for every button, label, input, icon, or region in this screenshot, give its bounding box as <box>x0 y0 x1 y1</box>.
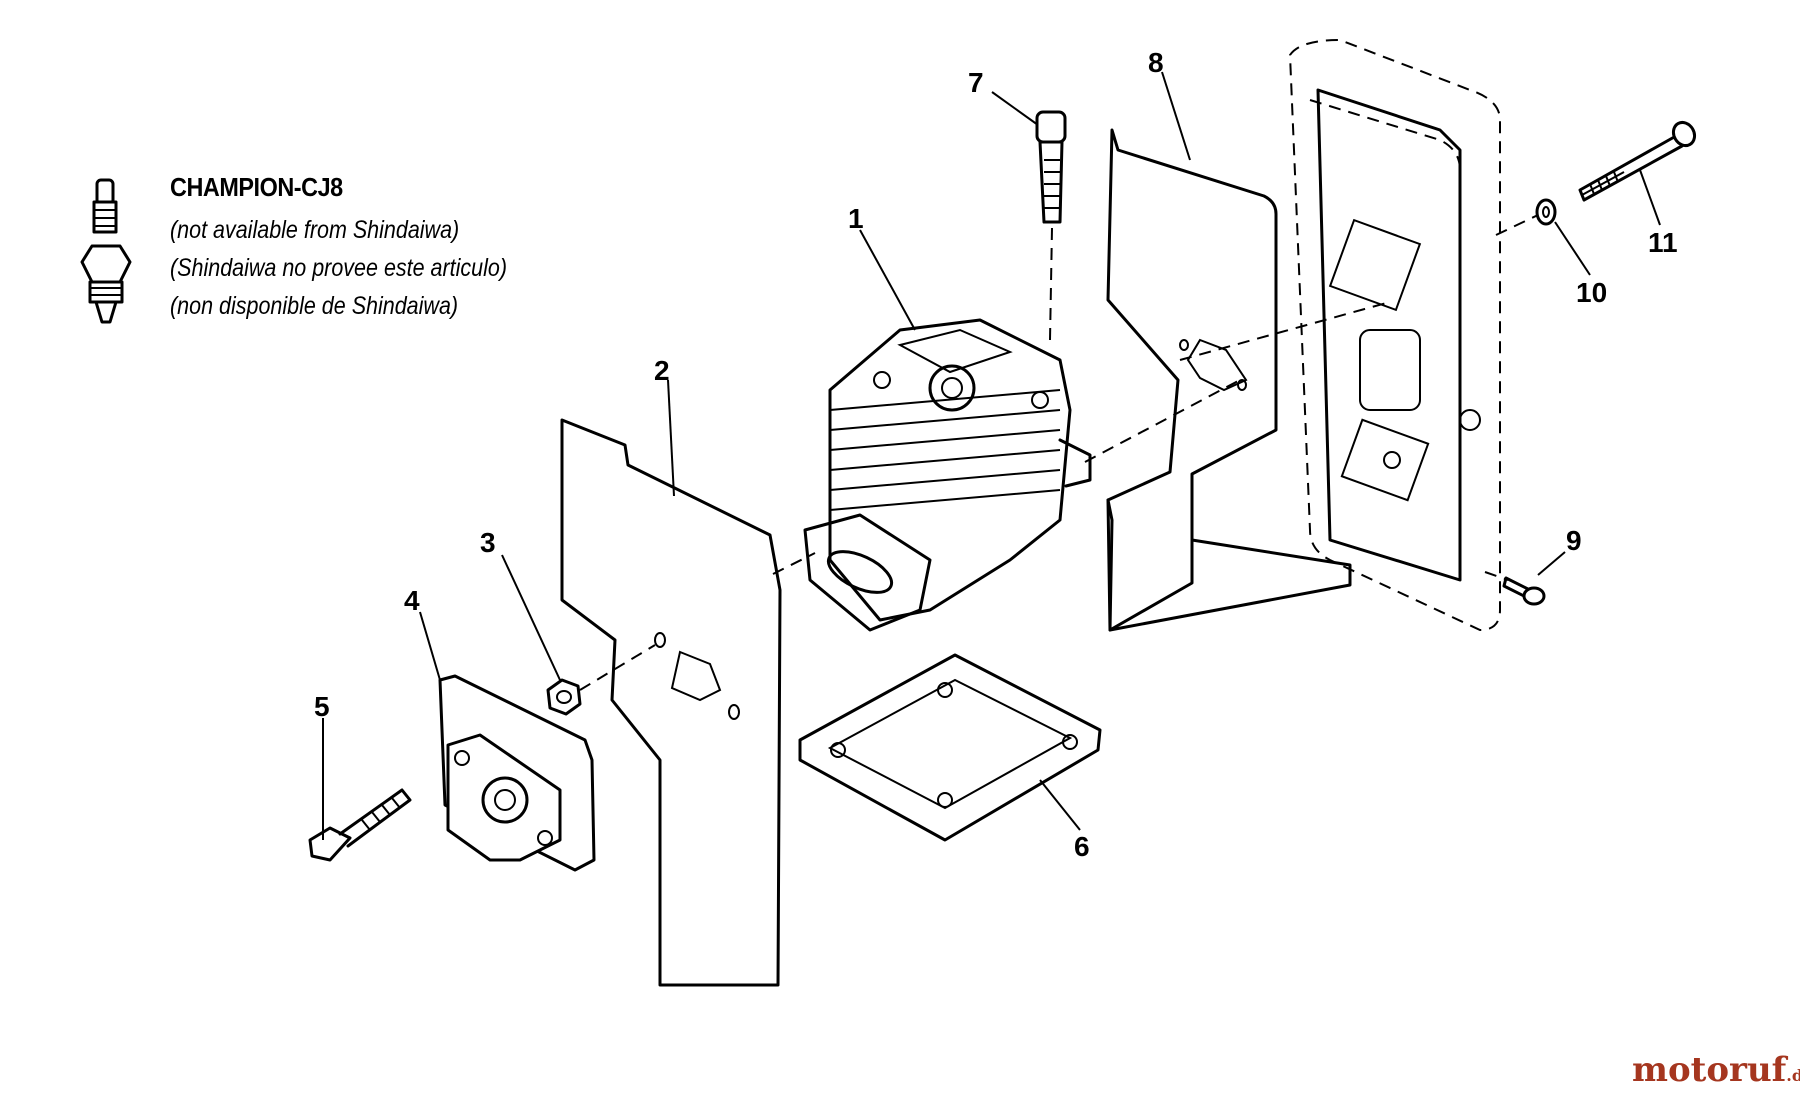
gasket-part-6 <box>798 653 1102 842</box>
spark-plug-note: CHAMPION-CJ8 (not available from Shindai… <box>170 172 562 325</box>
note-line-french: (non disponible de Shindaiwa) <box>170 292 459 320</box>
callout-1: 1 <box>848 203 864 234</box>
watermark-brand: motoruf <box>1632 1050 1787 1090</box>
insulator-plate-part-8 <box>1106 128 1352 632</box>
muffler-outline <box>1288 38 1501 632</box>
note-line-spanish: (Shindaiwa no provee este articulo) <box>170 254 508 282</box>
alignment-lines <box>579 214 1539 691</box>
spark-plug-model: CHAMPION-CJ8 <box>170 172 343 202</box>
callout-2: 2 <box>654 355 670 386</box>
note-line-english: (not available from Shindaiwa) <box>170 216 460 244</box>
bolt-part-7 <box>1035 110 1067 224</box>
cylinder-part-1 <box>803 318 1092 632</box>
callout-10: 10 <box>1576 277 1607 308</box>
leader-lines <box>322 71 1661 840</box>
callout-3: 3 <box>480 527 496 558</box>
callout-7: 7 <box>968 67 984 98</box>
callout-6: 6 <box>1074 831 1090 862</box>
callout-8: 8 <box>1148 47 1164 78</box>
washer-part-10 <box>1535 198 1557 226</box>
watermark-domain: .de <box>1786 1066 1800 1085</box>
nut-part-3 <box>546 678 582 716</box>
callout-4: 4 <box>404 585 420 616</box>
bolt-part-11 <box>1578 120 1697 202</box>
callout-11: 11 <box>1648 227 1678 258</box>
bolt-part-5 <box>308 788 412 862</box>
callout-5: 5 <box>314 691 330 722</box>
callout-9: 9 <box>1566 525 1582 556</box>
insulator-plate-part-2 <box>560 418 782 987</box>
watermark-logo: motoruf.de <box>1632 1050 1800 1090</box>
screw-part-9 <box>1502 576 1546 606</box>
spark-plug-icon <box>80 178 132 324</box>
intake-flange-part-4 <box>438 674 596 872</box>
